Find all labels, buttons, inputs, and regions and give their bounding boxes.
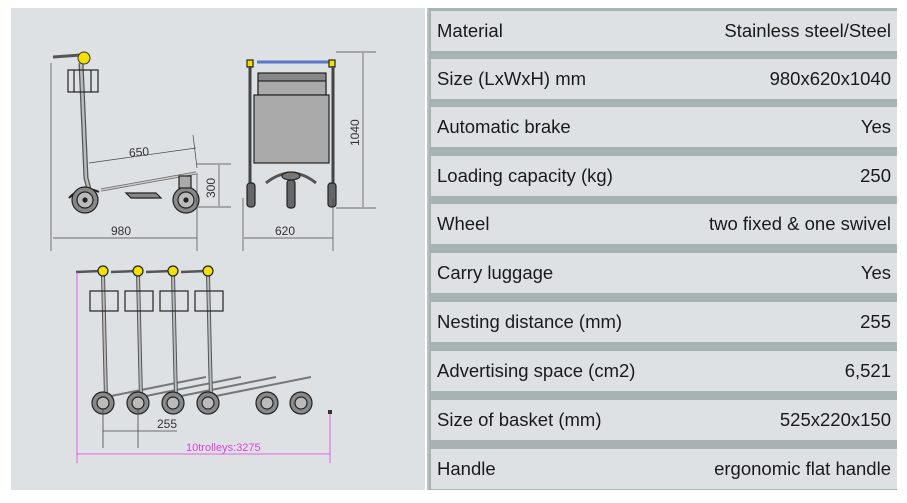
dimension-nesting: 255 (157, 417, 177, 431)
spec-label: Advertising space (cm2) (437, 360, 636, 381)
spec-row-basket-size: Size of basket (mm) 525x220x150 (431, 400, 897, 440)
drawing-canvas: 980 650 300 620 1040 (50, 51, 376, 463)
dimension-length: 980 (111, 224, 131, 238)
spec-value: 255 (860, 311, 891, 332)
spec-value: Stainless steel/Steel (724, 20, 891, 41)
spec-label: Handle (437, 458, 496, 479)
handle-knob-icon (77, 51, 91, 65)
nested-trolleys (75, 264, 313, 416)
spec-row-wheel: Wheel two fixed & one swivel (431, 204, 897, 244)
spec-label: Carry luggage (437, 262, 554, 283)
spec-value: 980x620x1040 (769, 68, 891, 89)
front-view-dimensions (242, 51, 376, 251)
spec-row-size: Size (LxWxH) mm 980x620x1040 (431, 59, 897, 99)
side-view-dimensions (50, 63, 231, 251)
side-view-trolley (52, 53, 200, 214)
spec-value: Yes (860, 116, 891, 137)
spec-value: 525x220x150 (779, 409, 891, 430)
spec-label: Material (437, 20, 503, 41)
spec-label: Size of basket (mm) (437, 409, 602, 430)
dimension-depth: 650 (129, 144, 150, 159)
spec-row-carry-luggage: Carry luggage Yes (431, 253, 897, 293)
dimension-base-height: 300 (204, 178, 218, 198)
dimension-total-length: 10trolleys:3275 (186, 442, 261, 454)
dimension-height: 1040 (348, 119, 362, 146)
spec-label: Nesting distance (mm) (437, 311, 623, 332)
trolley-technical-drawing: 980 650 300 620 1040 (11, 8, 425, 490)
spec-row-advertising-space: Advertising space (cm2) 6,521 (431, 351, 897, 391)
nesting-dimensions (76, 272, 332, 463)
spec-value: ergonomic flat handle (714, 458, 891, 479)
spec-label: Wheel (437, 213, 490, 234)
front-view-trolley (246, 59, 337, 209)
spec-row-material: Material Stainless steel/Steel (431, 11, 897, 51)
specifications-table: Material Stainless steel/Steel Size (LxWx… (427, 8, 897, 490)
spec-label: Size (LxWxH) mm (437, 68, 587, 89)
spec-label: Loading capacity (kg) (437, 165, 613, 186)
spec-row-nesting-distance: Nesting distance (mm) 255 (431, 302, 897, 342)
spec-row-automatic-brake: Automatic brake Yes (431, 107, 897, 147)
spec-value: two fixed & one swivel (708, 213, 891, 234)
spec-label: Automatic brake (437, 116, 571, 137)
spec-row-handle: Handle ergonomic flat handle (431, 449, 897, 489)
spec-value: 250 (860, 165, 891, 186)
spec-row-loading-capacity: Loading capacity (kg) 250 (431, 156, 897, 196)
spec-value: 6,521 (844, 360, 891, 381)
spec-value: Yes (860, 262, 891, 283)
dimension-width: 620 (275, 224, 295, 238)
